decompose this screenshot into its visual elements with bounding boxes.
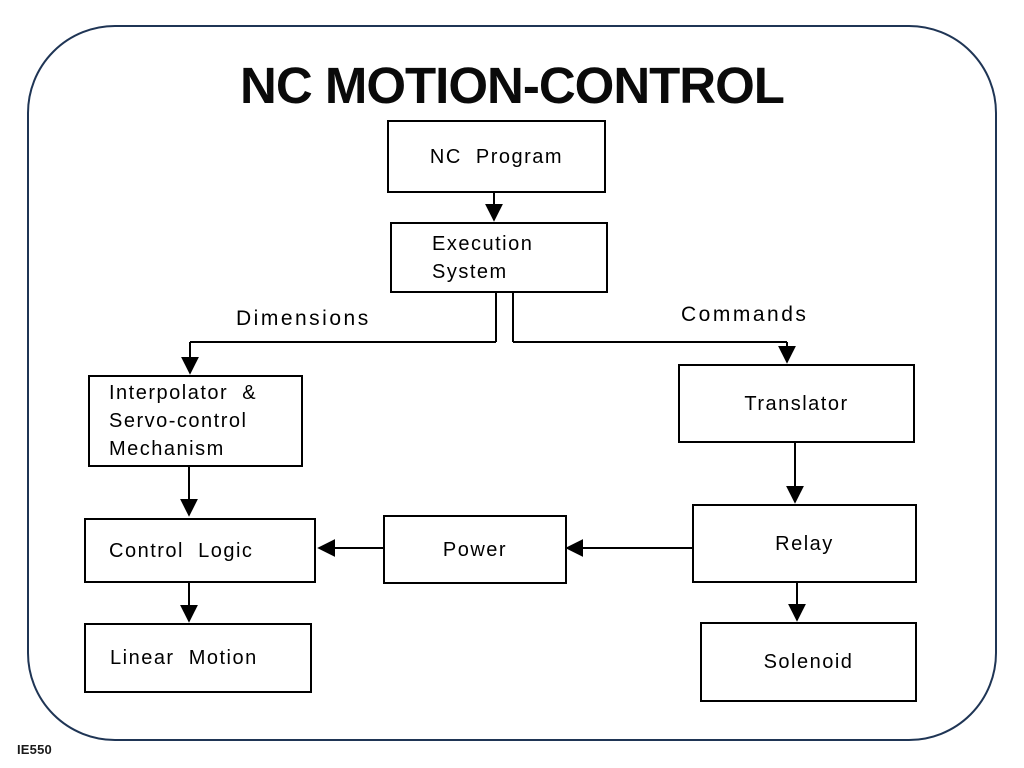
box-relay: Relay [692,504,917,583]
box-translator-label: Translator [744,392,849,415]
box-translator: Translator [678,364,915,443]
box-interpolator-servo-control: Interpolator & Servo-control Mechanism [88,375,303,467]
box-linear-motion-label: Linear Motion [110,647,258,669]
box-linear-motion: Linear Motion [84,623,312,693]
box-power-label: Power [442,538,508,561]
box-power: Power [383,515,567,584]
box-nc-program-label: NC Program [429,145,564,168]
box-control-logic-label: Control Logic [109,539,254,562]
label-commands: Commands [681,303,809,326]
course-code: IE550 [17,742,52,757]
box-execution-system-label: Execution [432,232,534,255]
box-interpolator-label: Servo-control [109,410,248,432]
page-title: NC MOTION-CONTROL [240,57,785,114]
box-interpolator-label: Mechanism [109,438,225,460]
box-execution-system: Execution System [390,222,608,293]
label-dimensions: Dimensions [236,307,371,330]
box-nc-program: NC Program [387,120,606,193]
box-execution-system-label: System [432,260,508,283]
box-solenoid: Solenoid [700,622,917,702]
box-control-logic: Control Logic [84,518,316,583]
box-solenoid-label: Solenoid [763,651,854,673]
box-interpolator-label: Interpolator & [109,382,258,404]
slide-border [27,25,997,741]
box-relay-label: Relay [775,532,834,555]
